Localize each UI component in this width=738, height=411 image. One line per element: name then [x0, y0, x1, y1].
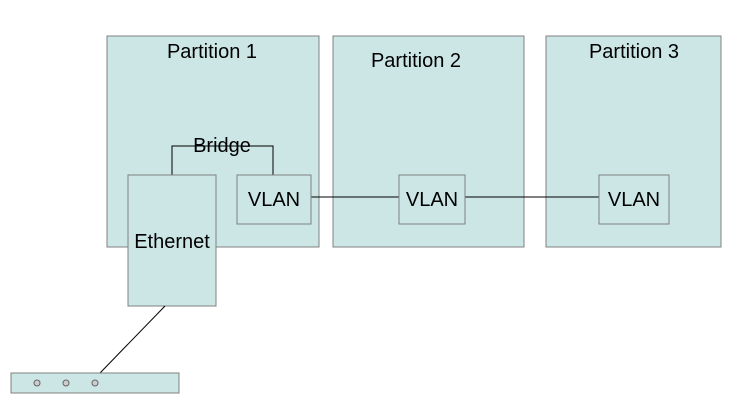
switch-port-icon — [33, 379, 41, 387]
vlan-box-1 — [236, 174, 312, 225]
network-cable — [99, 305, 166, 374]
network-switch-icon — [10, 372, 180, 394]
vlan-label-1: VLAN — [248, 189, 300, 211]
bridge-connector — [171, 145, 274, 175]
vlan-box-3 — [598, 174, 670, 225]
switch-port-icon — [91, 379, 99, 387]
bridge-label: Bridge — [193, 135, 251, 157]
partition-1-label: Partition 1 — [167, 41, 257, 63]
ethernet-label: Ethernet — [134, 231, 210, 253]
partition-2-label: Partition 2 — [371, 50, 461, 72]
vlan-box-2 — [398, 174, 466, 225]
switch-port-icon — [62, 379, 70, 387]
partition-3-label: Partition 3 — [589, 41, 679, 63]
vlan-label-2: VLAN — [406, 189, 458, 211]
ethernet-adapter-box — [127, 174, 217, 307]
vlan-label-3: VLAN — [608, 189, 660, 211]
partition-3-box — [545, 35, 722, 248]
